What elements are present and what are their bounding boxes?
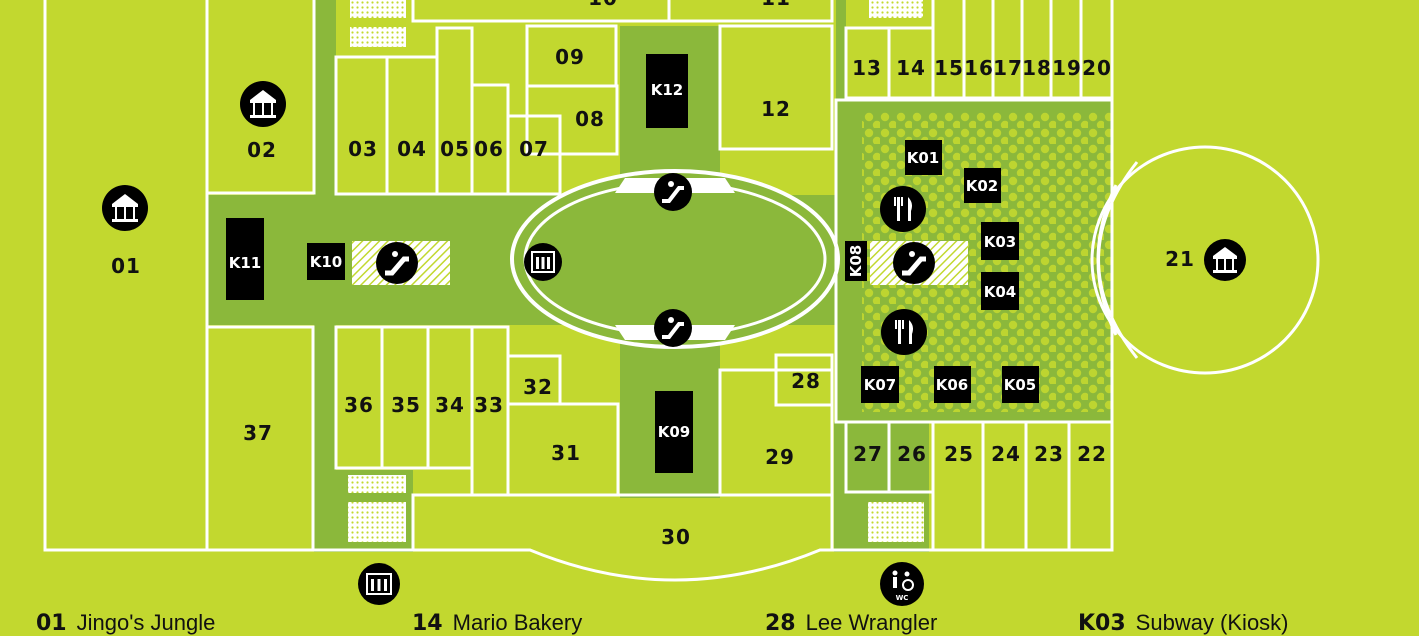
map-icons: WC xyxy=(102,81,1246,606)
unit-08[interactable]: 08 xyxy=(575,107,605,131)
kiosk-k04[interactable]: K04 xyxy=(981,272,1019,310)
legend-store-name: Mario Bakery xyxy=(452,610,583,635)
wc-label: WC xyxy=(896,594,909,602)
unit-16[interactable]: 16 xyxy=(964,56,994,80)
kiosk-k09-label: K09 xyxy=(658,423,691,441)
unit-24[interactable]: 24 xyxy=(991,442,1021,466)
kiosk-k08[interactable]: K08 xyxy=(845,241,867,281)
unit-29[interactable]: 29 xyxy=(765,445,795,469)
unit-18[interactable]: 18 xyxy=(1022,56,1052,80)
kiosk-k10[interactable]: K10 xyxy=(307,243,345,280)
unit-04[interactable]: 04 xyxy=(397,137,427,161)
legend-store-name: Lee Wrangler xyxy=(805,610,938,635)
kiosk-k03[interactable]: K03 xyxy=(981,222,1019,260)
legend-number: 01 xyxy=(36,611,67,636)
escalator-icon[interactable] xyxy=(654,309,692,347)
legend-number: 28 xyxy=(765,611,796,636)
legend-number: K03 xyxy=(1078,611,1126,636)
unit-23[interactable]: 23 xyxy=(1034,442,1064,466)
kiosk-k09[interactable]: K09 xyxy=(655,391,693,473)
escalator-icon[interactable] xyxy=(654,173,692,211)
unit-19[interactable]: 19 xyxy=(1052,56,1082,80)
unit-09[interactable]: 09 xyxy=(555,45,585,69)
unit-33[interactable]: 33 xyxy=(474,393,504,417)
unit-35[interactable]: 35 xyxy=(391,393,421,417)
unit-26[interactable]: 26 xyxy=(897,442,927,466)
kiosk-k03-label: K03 xyxy=(984,233,1017,251)
kiosk-k01[interactable]: K01 xyxy=(905,140,942,175)
kiosk-k06[interactable]: K06 xyxy=(934,366,971,403)
unit-32[interactable]: 32 xyxy=(523,375,553,399)
unit-05[interactable]: 05 xyxy=(440,137,470,161)
unit-13[interactable]: 13 xyxy=(852,56,882,80)
unit-15[interactable]: 15 xyxy=(934,56,964,80)
unit-11[interactable]: 11 xyxy=(761,0,791,10)
unit-02[interactable]: 02 xyxy=(247,138,277,162)
unit-30[interactable]: 30 xyxy=(661,525,691,549)
legend-entry-k03: K03 Subway (Kiosk) xyxy=(1078,610,1289,636)
legend-store-name: Jingo's Jungle xyxy=(76,610,216,635)
unit-34[interactable]: 34 xyxy=(435,393,465,417)
unit-17[interactable]: 17 xyxy=(993,56,1023,80)
kiosk-k07-label: K07 xyxy=(864,376,897,394)
unit-06[interactable]: 06 xyxy=(474,137,504,161)
unit-07[interactable]: 07 xyxy=(519,137,549,161)
unit-28[interactable]: 28 xyxy=(791,369,821,393)
kiosk-k04-label: K04 xyxy=(984,283,1017,301)
unit-03[interactable]: 03 xyxy=(348,137,378,161)
kiosk-k10-label: K10 xyxy=(310,253,343,271)
kiosk-k06-label: K06 xyxy=(936,376,969,394)
unit-14[interactable]: 14 xyxy=(896,56,926,80)
kiosk-k05-label: K05 xyxy=(1004,376,1037,394)
unit-31[interactable]: 31 xyxy=(551,441,581,465)
kiosk-k01-label: K01 xyxy=(907,149,940,167)
unit-01[interactable]: 01 xyxy=(111,254,141,278)
kiosk-k07[interactable]: K07 xyxy=(861,366,899,403)
unit-22[interactable]: 22 xyxy=(1077,442,1107,466)
kiosks: K01 K02 K03 K04 K05 K06 K07 K08 xyxy=(226,54,1039,473)
escalator-icon[interactable] xyxy=(376,242,418,284)
carousel-icon[interactable] xyxy=(1204,239,1246,281)
kiosk-k05[interactable]: K05 xyxy=(1002,366,1039,403)
legend-store-name: Subway (Kiosk) xyxy=(1135,610,1289,635)
restaurant-icon[interactable] xyxy=(881,309,927,355)
restaurant-icon[interactable] xyxy=(880,186,926,232)
kiosk-k08-label: K08 xyxy=(847,245,865,278)
unit-10[interactable]: 10 xyxy=(588,0,618,10)
restroom-icon[interactable]: WC xyxy=(880,562,924,606)
unit-labels: 01 02 03 04 05 06 07 08 09 10 11 12 13 1… xyxy=(111,0,1195,549)
elevator-icon[interactable] xyxy=(524,243,562,281)
legend-entry-28: 28 Lee Wrangler xyxy=(765,610,937,636)
carousel-icon[interactable] xyxy=(102,185,148,231)
kiosk-k12[interactable]: K12 xyxy=(646,54,688,128)
unit-20[interactable]: 20 xyxy=(1082,56,1112,80)
kiosk-k02[interactable]: K02 xyxy=(964,168,1001,203)
legend-entry-14: 14 Mario Bakery xyxy=(412,610,582,636)
escalator-zones xyxy=(348,0,968,542)
kiosk-k12-label: K12 xyxy=(651,81,684,99)
kiosk-k11[interactable]: K11 xyxy=(226,218,264,300)
central-atrium xyxy=(510,169,840,349)
unit-37[interactable]: 37 xyxy=(243,421,273,445)
unit-25[interactable]: 25 xyxy=(944,442,974,466)
legend-entry-01: 01 Jingo's Jungle xyxy=(36,610,215,636)
unit-21[interactable]: 21 xyxy=(1165,247,1195,271)
legend-number: 14 xyxy=(412,611,443,636)
kiosk-k11-label: K11 xyxy=(229,254,262,272)
escalator-icon[interactable] xyxy=(893,242,935,284)
unit-36[interactable]: 36 xyxy=(344,393,374,417)
unit-27[interactable]: 27 xyxy=(853,442,883,466)
unit-12[interactable]: 12 xyxy=(761,97,791,121)
carousel-icon[interactable] xyxy=(240,81,286,127)
kiosk-k02-label: K02 xyxy=(966,177,999,195)
store-outlines xyxy=(43,0,1320,582)
elevator-icon[interactable] xyxy=(358,563,400,605)
